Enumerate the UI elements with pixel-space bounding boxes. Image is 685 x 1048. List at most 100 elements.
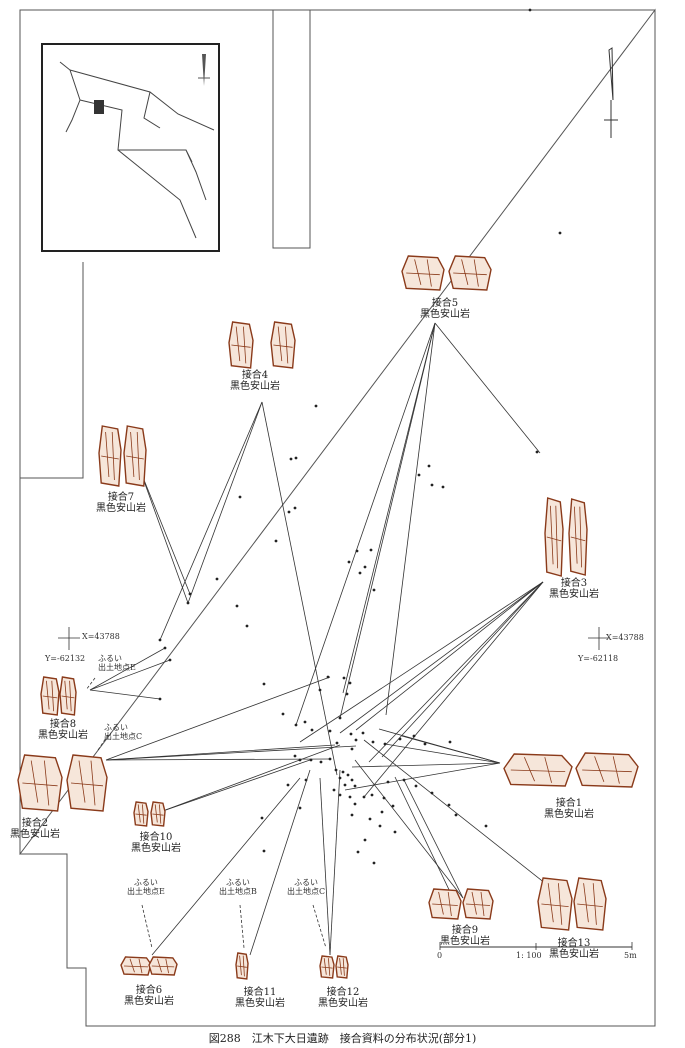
- refit-line: [261, 401, 338, 776]
- refit-drawing-9: [428, 888, 462, 920]
- find-point: [286, 783, 290, 787]
- find-point: [293, 754, 297, 758]
- find-spot-label: ふるい出土地点E: [98, 654, 136, 672]
- artifact-outline: [235, 952, 249, 980]
- refit-line: [394, 776, 454, 899]
- refit-line: [89, 647, 166, 691]
- refit-line: [344, 762, 501, 791]
- artifact-outline: [120, 956, 152, 976]
- artifact-scars: [541, 883, 569, 925]
- refit-line: [363, 581, 544, 798]
- artifact-scars: [152, 804, 164, 824]
- coord-right-y: Y=-62118: [578, 654, 619, 663]
- find-point: [454, 813, 458, 817]
- artifact-scars: [453, 259, 487, 287]
- artifact-outline: [150, 801, 166, 827]
- find-point: [402, 778, 406, 782]
- artifact-outline: [123, 425, 147, 487]
- refit-drawing-10: [150, 801, 166, 827]
- find-point: [380, 810, 384, 814]
- find-point: [303, 720, 307, 724]
- refit-line: [89, 659, 171, 691]
- find-point: [304, 778, 308, 782]
- refit-line: [339, 322, 436, 719]
- refit-drawing-8: [40, 676, 60, 716]
- find-point: [332, 788, 336, 792]
- find-point: [168, 658, 172, 662]
- artifact-outline: [17, 754, 63, 812]
- refit-line: [105, 676, 331, 761]
- refit-drawing-12: [319, 955, 335, 979]
- artifact-scars: [582, 756, 632, 784]
- artifact-outline: [335, 955, 349, 979]
- refit-drawing-5: [448, 255, 492, 291]
- find-point: [347, 560, 351, 564]
- refit-drawing-13: [537, 877, 573, 931]
- artifact-scars: [577, 883, 603, 925]
- scale-start: 0: [437, 951, 443, 960]
- refit-line: [403, 779, 464, 899]
- refit-line: [89, 689, 161, 700]
- artifact-scars: [465, 891, 491, 917]
- find-point: [417, 473, 421, 477]
- refit-line: [355, 581, 544, 731]
- refit-line: [187, 401, 263, 604]
- coord-right-x: X=43788: [606, 633, 644, 642]
- find-point: [245, 624, 249, 628]
- refit-drawing-9: [462, 888, 494, 920]
- artifact-outline: [462, 888, 494, 920]
- refit-drawing-10: [133, 801, 149, 827]
- trench-strip: [272, 9, 311, 249]
- find-point: [338, 776, 342, 780]
- refit-line: [139, 469, 191, 595]
- find-point: [412, 734, 416, 738]
- scale-ratio: 1: 100: [516, 951, 542, 960]
- site-outline: [19, 9, 656, 1027]
- find-point: [358, 571, 362, 575]
- find-point: [386, 780, 390, 784]
- inset-north-arrow: [202, 54, 206, 86]
- refit-line: [319, 777, 331, 956]
- find-spot-label: ふるい出土地点C: [287, 878, 326, 896]
- find-point: [262, 849, 266, 853]
- artifact-scars: [126, 431, 144, 481]
- artifact-outline: [148, 956, 178, 976]
- find-point: [535, 450, 539, 454]
- artifact-scars: [432, 891, 458, 917]
- north-arrow: [608, 47, 614, 101]
- artifact-scars: [70, 760, 104, 806]
- artifact-outline: [448, 255, 492, 291]
- find-point: [186, 601, 190, 605]
- refit-line: [381, 581, 544, 758]
- find-point: [372, 588, 376, 592]
- refit-drawing-6: [148, 956, 178, 976]
- find-point: [368, 817, 372, 821]
- find-point: [287, 510, 291, 514]
- refit-drawing-11: [235, 952, 249, 980]
- find-point: [371, 740, 375, 744]
- refit-line: [295, 322, 436, 726]
- find-point: [382, 796, 386, 800]
- find-point: [318, 688, 322, 692]
- artifact-scars: [570, 506, 586, 568]
- find-point: [372, 861, 376, 865]
- refit-line: [351, 762, 501, 768]
- refit-drawing-7: [98, 425, 122, 487]
- coord-left-x: X=43788: [82, 632, 120, 641]
- artifact-scars: [101, 431, 119, 481]
- find-point: [334, 768, 338, 772]
- find-point: [353, 802, 357, 806]
- find-point: [354, 738, 358, 742]
- find-point: [356, 850, 360, 854]
- find-point: [393, 830, 397, 834]
- find-point: [238, 495, 242, 499]
- refit-line: [159, 401, 263, 641]
- find-point: [298, 758, 302, 762]
- find-point: [338, 716, 342, 720]
- find-point: [349, 732, 353, 736]
- refit-drawing-12: [335, 955, 349, 979]
